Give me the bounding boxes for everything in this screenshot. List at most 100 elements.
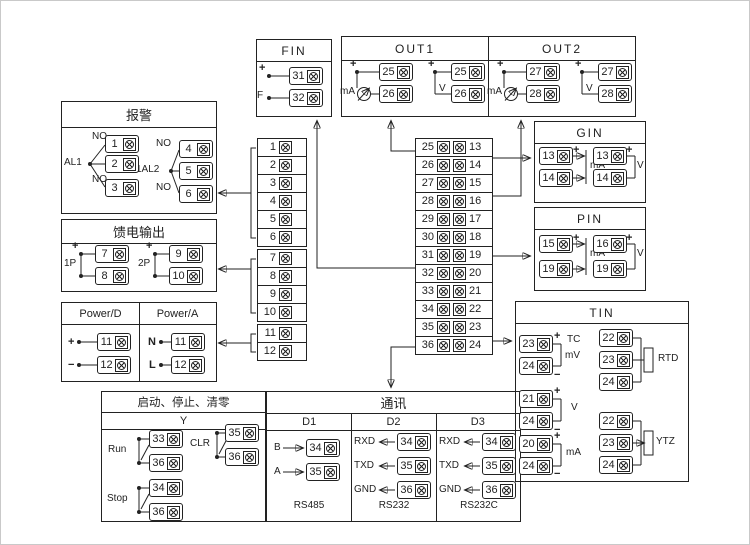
terminal-number: 34 <box>309 441 322 454</box>
terminal-screw-icon <box>437 267 450 280</box>
gin-ma-label: mA <box>590 160 605 171</box>
terminal-screw-icon <box>453 213 466 226</box>
out2-ma-label: mA <box>487 86 502 97</box>
terminal-cell-6: 6 <box>179 185 213 203</box>
out2-box: OUT2 <box>488 36 636 117</box>
terminal-screw-icon <box>469 65 482 79</box>
comm-txd-label: TXD <box>439 460 459 471</box>
terminal-screw-icon <box>123 157 136 171</box>
terminal-screw-icon <box>197 142 210 156</box>
terminal-screw-icon <box>537 459 550 473</box>
terminal-screw-icon <box>307 69 320 83</box>
power-divider <box>139 302 140 382</box>
terminal-number: 4 <box>185 142 192 155</box>
terminal-screw-icon <box>279 177 292 190</box>
terminal-screw-icon <box>123 137 136 151</box>
comm-txd-label: TXD <box>354 460 374 471</box>
terminal-screw-icon <box>243 450 256 464</box>
terminal-screw-icon <box>557 237 570 251</box>
terminal-number: 22 <box>469 303 482 315</box>
terminal-number: 10 <box>172 269 185 282</box>
gin-wires <box>573 150 636 184</box>
terminal-screw-icon <box>324 441 337 455</box>
terminal-number: 13 <box>469 141 482 153</box>
terminal-cell-24: 24 <box>519 357 553 375</box>
terminal-cell-21: 21 <box>519 390 553 408</box>
terminal-screw-icon <box>279 231 292 244</box>
comm-box: 通讯 D1 D2 D3 <box>266 391 521 522</box>
terminal-number: 35 <box>400 459 413 472</box>
terminal-number: 34 <box>400 435 413 448</box>
terminal-screw-icon <box>113 269 126 283</box>
terminal-number: 1 <box>111 137 118 150</box>
terminal-number: 27 <box>601 65 614 78</box>
terminal-cell-22r: 22 <box>599 329 633 347</box>
tin-title: TIN <box>516 302 688 324</box>
alarm-box: 报警 <box>61 101 217 214</box>
terminal-number: 32 <box>421 267 434 279</box>
terminal-cell-27v: 27 <box>598 63 632 81</box>
terminal-screw-icon <box>437 159 450 172</box>
feed-wires <box>79 252 169 278</box>
terminal-cell-24v: 24 <box>519 412 553 430</box>
terminal-row: 11 <box>257 324 307 343</box>
terminal-number: 25 <box>421 141 434 153</box>
tin-v-label: V <box>571 402 578 413</box>
terminal-number: 26 <box>421 159 434 171</box>
terminal-cell-5: 5 <box>179 162 213 180</box>
terminal-screw-icon <box>324 465 337 479</box>
terminal-cell-20: 20 <box>519 435 553 453</box>
terminal-number: 19 <box>596 262 609 275</box>
comm-title: 通讯 <box>267 392 520 414</box>
stop-label: Stop <box>107 493 128 504</box>
terminal-number: 14 <box>542 171 555 184</box>
terminal-screw-icon <box>437 321 450 334</box>
terminal-number: 36 <box>228 450 241 463</box>
terminal-cell-28: 28 <box>526 85 560 103</box>
terminal-number: 24 <box>602 375 615 388</box>
terminal-screw-icon <box>453 231 466 244</box>
power-minus-label: − <box>68 359 75 371</box>
terminal-number: 5 <box>269 213 276 225</box>
out2-v-label: V <box>586 83 593 94</box>
terminal-screw-icon <box>113 247 126 261</box>
terminal-number: 2 <box>111 157 118 170</box>
terminal-number: 24 <box>469 339 482 351</box>
terminal-cell-23: 23 <box>519 335 553 353</box>
terminal-number: 35 <box>485 459 498 472</box>
terminal-screw-icon <box>115 358 128 372</box>
out1-v-label: V <box>439 83 446 94</box>
terminal-number: 4 <box>269 195 276 207</box>
terminal-number: 16 <box>596 237 609 250</box>
pin-v-plus: + <box>626 232 633 244</box>
terminal-screw-icon <box>187 247 200 261</box>
terminal-number: 3 <box>269 177 276 189</box>
terminal-screw-icon <box>500 435 513 449</box>
terminal-number: 33 <box>152 432 165 445</box>
terminal-screw-icon <box>557 262 570 276</box>
terminal-number: 23 <box>602 436 615 449</box>
power-d-title: Power/D <box>79 307 122 320</box>
terminal-screw-icon <box>611 262 624 276</box>
terminal-screw-icon <box>500 459 513 473</box>
terminal-screw-icon <box>437 285 450 298</box>
alarm-no-label: NO <box>92 174 107 185</box>
terminal-number: 34 <box>152 481 165 494</box>
terminal-screw-icon <box>557 149 570 163</box>
terminal-cell-28v: 28 <box>598 85 632 103</box>
terminal-screw-icon <box>437 177 450 190</box>
terminal-cell-4: 4 <box>179 140 213 158</box>
terminal-screw-icon <box>537 392 550 406</box>
terminal-number: 6 <box>185 187 192 200</box>
terminal-number: 11 <box>264 327 276 339</box>
terminal-number: 30 <box>421 231 434 243</box>
terminal-number: 12 <box>100 358 113 371</box>
tin-mv-label: mV <box>565 350 580 361</box>
